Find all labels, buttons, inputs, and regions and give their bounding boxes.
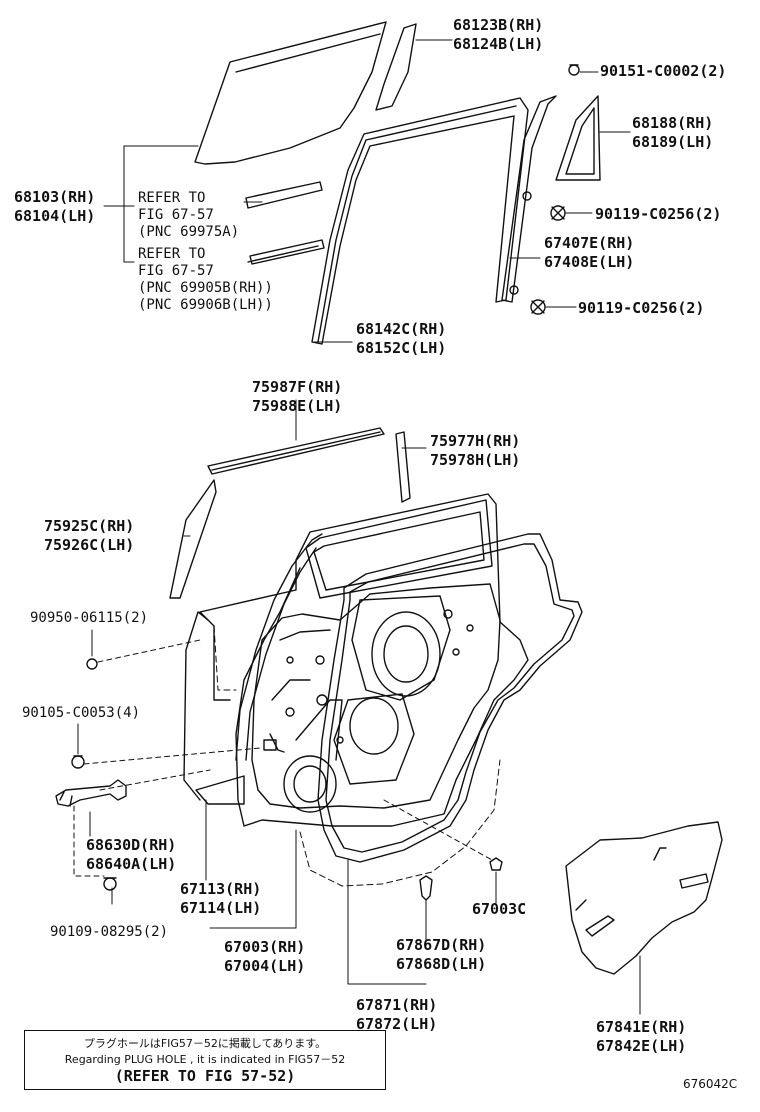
weatherstrip-drawing	[235, 533, 583, 863]
part-number: 90119-C0256(2)	[578, 299, 705, 317]
label-90109: 90109-08295(2)	[50, 924, 168, 941]
part-number-lh: 67004(LH)	[224, 957, 306, 975]
outer-belt-moulding-drawing	[245, 181, 325, 265]
part-number: 90950-06115(2)	[30, 610, 149, 626]
label-67871: 67871(RH) 67872(LH)	[356, 996, 437, 1034]
label-67407E: 67407E(RH) 67408E(LH)	[544, 234, 634, 272]
division-bar-drawing	[501, 95, 557, 303]
label-75987F: 75987F(RH) 75988E(LH)	[252, 378, 342, 416]
part-number-lh: 67872(LH)	[356, 1015, 438, 1033]
refer-line: (PNC 69906B(LH))	[138, 297, 273, 313]
label-68142C: 68142C(RH) 68152C(LH)	[356, 320, 446, 358]
part-number-lh: 68189(LH)	[632, 133, 714, 151]
figure-id: 676042C	[683, 1077, 738, 1091]
label-68123B: 68123B(RH) 68124B(LH)	[453, 16, 543, 54]
note-english: Regarding PLUG HOLE , it is indicated in…	[64, 1053, 346, 1066]
quarter-glass-drawing	[375, 23, 417, 111]
label-67113: 67113(RH) 67114(LH)	[180, 880, 261, 918]
part-number-rh: 75977H(RH)	[430, 432, 521, 450]
part-number-rh: 75925C(RH)	[44, 517, 135, 535]
part-number-rh: 68630D(RH)	[86, 836, 177, 854]
refer-line: REFER TO	[138, 190, 206, 206]
label-68103: 68103(RH) 68104(LH)	[14, 188, 95, 226]
refer-line: (PNC 69905B(RH))	[138, 280, 273, 296]
part-number: 90105-C0053(4)	[22, 705, 141, 721]
label-90151: 90151-C0002(2)	[600, 62, 726, 81]
service-hole-cover-drawing	[565, 821, 723, 975]
refer-line: FIG 67-57	[138, 207, 214, 223]
part-number-rh: 75987F(RH)	[252, 378, 343, 396]
quarter-window-frame-drawing	[555, 95, 601, 181]
label-67867D: 67867D(RH) 67868D(LH)	[396, 936, 486, 974]
part-number-lh: 67114(LH)	[180, 899, 262, 917]
hinge-drawing	[55, 658, 127, 891]
leader-lines-top	[103, 39, 631, 343]
label-refer-fig-67-57-a: REFER TO FIG 67-57 (PNC 69975A)	[138, 190, 239, 241]
small-bolts-top	[509, 64, 580, 315]
note-refer: (REFER TO FIG 57-52)	[114, 1067, 296, 1085]
rear-garnish-moulding	[395, 431, 411, 503]
label-90950: 90950-06115(2)	[30, 610, 148, 627]
part-number-lh: 68152C(LH)	[356, 339, 447, 357]
label-refer-fig-67-57-b: REFER TO FIG 67-57 (PNC 69905B(RH)) (PNC…	[138, 246, 273, 314]
glass-run-drawing	[311, 97, 529, 345]
label-68630D: 68630D(RH) 68640A(LH)	[86, 836, 176, 874]
part-number-lh: 67408E(LH)	[544, 253, 635, 271]
part-number-lh: 75988E(LH)	[252, 397, 343, 415]
refer-line: (PNC 69975A)	[138, 224, 240, 240]
part-number-rh: 68142C(RH)	[356, 320, 447, 338]
part-number-lh: 75978H(LH)	[430, 451, 521, 469]
part-number: 67003C	[472, 900, 527, 918]
part-number: 90151-C0002(2)	[600, 62, 727, 80]
part-number: 90119-C0256(2)	[595, 205, 722, 223]
part-number-rh: 68188(RH)	[632, 114, 714, 132]
part-number-rh: 67841E(RH)	[596, 1018, 687, 1036]
part-number-rh: 68103(RH)	[14, 188, 96, 206]
front-pillar-garnish	[169, 479, 217, 599]
part-number-rh: 68123B(RH)	[453, 16, 544, 34]
part-number-rh: 67871(RH)	[356, 996, 438, 1014]
door-check-bolts	[419, 857, 503, 901]
plug-hole-note-box: プラグホールはFIG57－52に掲載してあります。 Regarding PLUG…	[24, 1030, 386, 1090]
part-number-lh: 68124B(LH)	[453, 35, 544, 53]
front-garnish-moulding	[207, 427, 385, 475]
refer-line: FIG 67-57	[138, 263, 214, 279]
part-number-lh: 68104(LH)	[14, 207, 96, 225]
label-67841E: 67841E(RH) 67842E(LH)	[596, 1018, 686, 1056]
label-90105: 90105-C0053(4)	[22, 705, 140, 722]
part-number-lh: 68640A(LH)	[86, 855, 177, 873]
part-number-lh: 67868D(LH)	[396, 955, 487, 973]
dashed-service-hole-cover	[213, 625, 501, 887]
label-75925C: 75925C(RH) 75926C(LH)	[44, 517, 134, 555]
door-glass-drawing	[194, 21, 387, 165]
part-number: 90109-08295(2)	[50, 924, 169, 940]
label-67003C: 67003C	[472, 900, 526, 919]
door-frame-drawing	[183, 493, 529, 827]
part-number-lh: 75926C(LH)	[44, 536, 135, 554]
label-67003: 67003(RH) 67004(LH)	[224, 938, 305, 976]
leader-lines-bottom	[73, 399, 641, 1015]
label-75977H: 75977H(RH) 75978H(LH)	[430, 432, 520, 470]
refer-line: REFER TO	[138, 246, 206, 262]
label-90119-b: 90119-C0256(2)	[578, 299, 704, 318]
note-japanese: プラグホールはFIG57－52に掲載してあります。	[83, 1037, 327, 1050]
label-90119-a: 90119-C0256(2)	[595, 205, 721, 224]
part-number-rh: 67113(RH)	[180, 880, 262, 898]
part-number-rh: 67407E(RH)	[544, 234, 635, 252]
label-68188: 68188(RH) 68189(LH)	[632, 114, 713, 152]
part-number-rh: 67867D(RH)	[396, 936, 487, 954]
part-number-lh: 67842E(LH)	[596, 1037, 687, 1055]
part-number-rh: 67003(RH)	[224, 938, 306, 956]
